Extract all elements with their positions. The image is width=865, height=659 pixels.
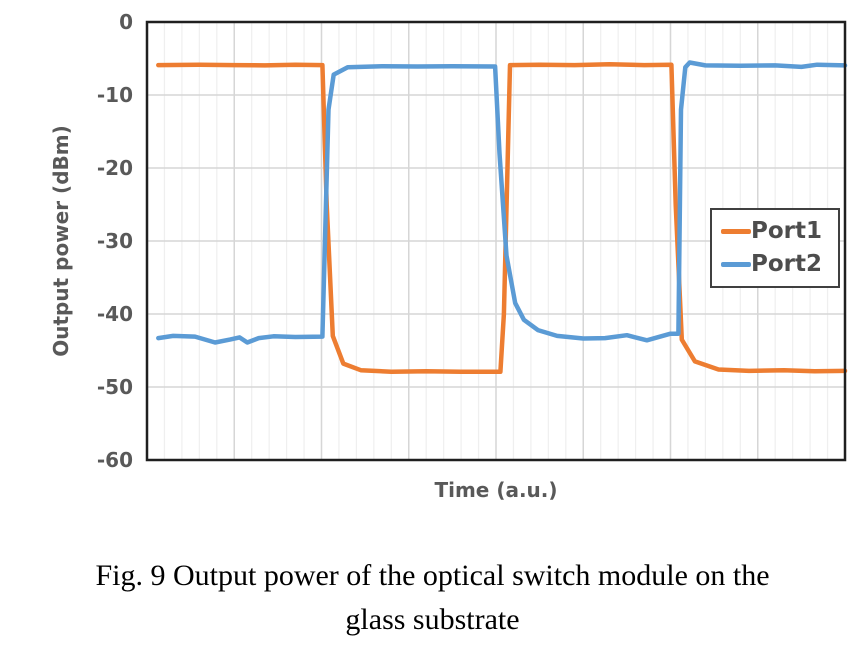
figure-caption: Fig. 9 Output power of the optical switc…: [0, 554, 865, 642]
y-tick-label: -40: [96, 302, 133, 326]
caption-line-1: Fig. 9 Output power of the optical switc…: [95, 559, 770, 592]
y-tick-label: -30: [96, 229, 133, 253]
caption-line-2: glass substrate: [345, 603, 520, 636]
y-tick-label: -20: [96, 156, 133, 180]
y-tick-label: -50: [96, 375, 133, 399]
port1-series-line: [156, 62, 848, 374]
legend-label-port1: Port1: [751, 218, 822, 244]
legend-label-port2: Port2: [751, 251, 822, 277]
port1-line-swatch: [721, 229, 751, 234]
y-tick-label: -10: [96, 83, 133, 107]
x-axis-title: Time (a.u.): [434, 478, 558, 502]
y-axis-tick-labels: 0 -10 -20 -30 -40 -50 -60: [43, 0, 133, 520]
legend: Port1 Port2: [710, 208, 840, 288]
line-chart-canvas: [145, 20, 848, 462]
port2-line-swatch: [721, 262, 751, 267]
chart: 0 -10 -20 -30 -40 -50 -60 Output power (dBm) T…: [43, 0, 848, 520]
legend-entry-port2: Port2: [721, 253, 838, 276]
y-tick-label: -60: [96, 448, 133, 472]
y-tick-label: 0: [119, 10, 133, 34]
legend-entry-port1: Port1: [721, 220, 838, 243]
plot-border: [145, 20, 847, 462]
port2-series-line: [156, 60, 848, 345]
y-axis-title: Output power (dBm): [49, 125, 73, 357]
